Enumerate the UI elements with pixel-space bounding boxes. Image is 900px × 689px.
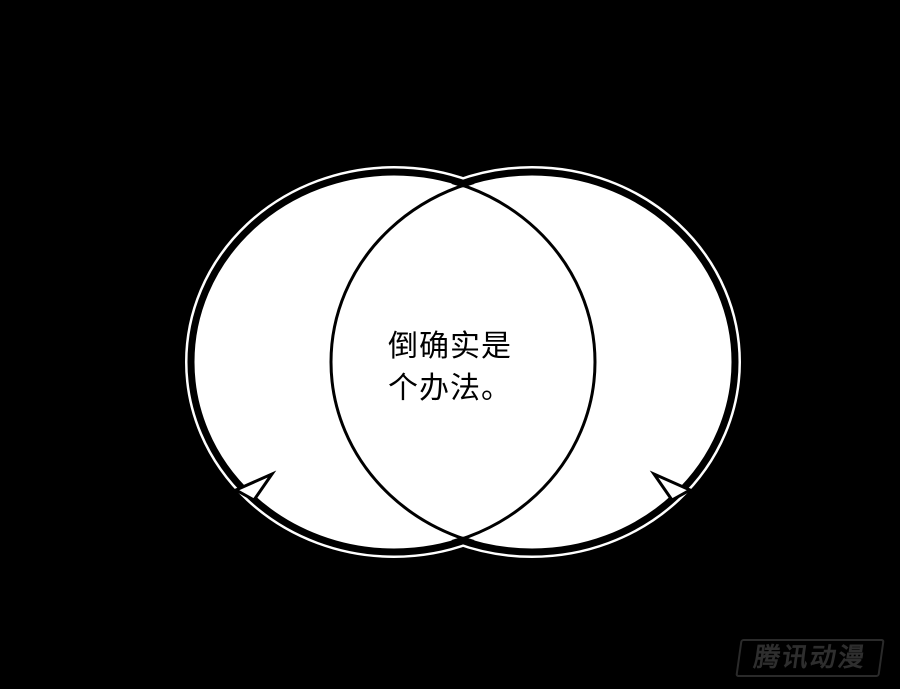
bubble-fill <box>195 176 731 548</box>
watermark-logo: 腾讯动漫 <box>735 639 885 677</box>
bubble-tails <box>232 470 694 502</box>
speech-line-2: 个办法。 <box>388 371 512 406</box>
speech-line-1: 倒确实是 <box>388 329 512 364</box>
speech-text: 倒确实是 个办法。 <box>388 326 512 410</box>
